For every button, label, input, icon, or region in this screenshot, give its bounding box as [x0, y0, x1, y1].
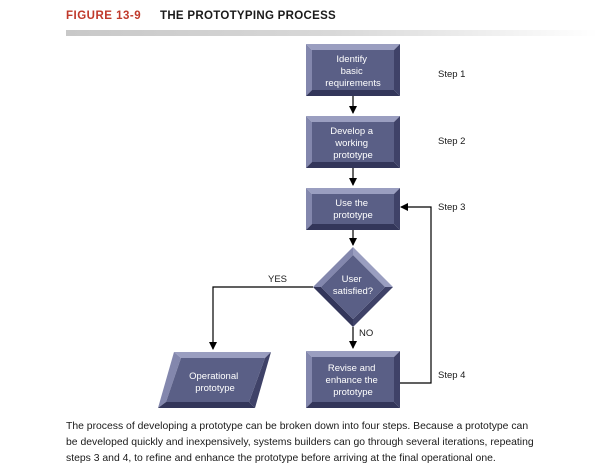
svg-text:User satisfied?: User satisfied? [333, 274, 373, 297]
step-4-label: Step 4 [438, 370, 465, 381]
step-3-label: Step 3 [438, 202, 465, 213]
node-operational-prototype: Operational prototype [158, 352, 271, 408]
node-identify-requirements: Identify basic requirements [306, 44, 400, 96]
svg-text:Revise and enhance the: Revise and enhance the prototype [326, 363, 381, 398]
node-use-prototype: Use the prototype [306, 188, 400, 230]
arrow-revise-loop [399, 203, 432, 384]
step-1-label: Step 1 [438, 69, 465, 80]
svg-text:Operational prototype: Operational prototype [189, 371, 241, 394]
node-use-line2: prototype [333, 210, 373, 221]
node-use-line1: Use the [335, 198, 368, 209]
figure-caption: The process of developing a prototype ca… [66, 421, 534, 464]
branch-yes-label: YES [268, 274, 287, 285]
header-rule [66, 30, 598, 36]
node-decision-line2: satisfied? [333, 286, 373, 297]
node-identify-line3: requirements [325, 78, 381, 89]
node-revise-line1: Revise and [328, 363, 376, 374]
node-revise-line2: enhance the [326, 375, 378, 386]
node-operational-line2: prototype [195, 383, 235, 394]
node-operational-line1: Operational [189, 371, 238, 382]
node-identify-line1: Identify [336, 54, 367, 65]
node-develop-line3: prototype [333, 150, 373, 161]
svg-text:Identify basic req: Identify basic requirements [325, 54, 381, 89]
svg-text:Use the prototype: Use the prototype [333, 198, 373, 221]
node-identify-line2: basic [341, 66, 363, 77]
node-revise-prototype: Revise and enhance the prototype [306, 351, 400, 408]
node-revise-line3: prototype [333, 387, 373, 398]
figure-title: THE PROTOTYPING PROCESS [160, 10, 337, 22]
arrow-decision-yes [209, 286, 313, 350]
node-develop-prototype: Develop a working prototype [306, 116, 400, 168]
svg-text:Develop a working: Develop a working prototype [330, 126, 375, 161]
node-decision-line1: User [342, 274, 362, 285]
figure-header: FIGURE 13-9 THE PROTOTYPING PROCESS [66, 8, 598, 38]
node-develop-line1: Develop a [330, 126, 373, 137]
branch-no-label: NO [359, 328, 373, 339]
step-2-label: Step 2 [438, 136, 465, 147]
figure-number: FIGURE 13-9 [66, 10, 142, 22]
node-develop-line2: working [334, 138, 368, 149]
node-decision-user-satisfied: User satisfied? [313, 247, 393, 327]
